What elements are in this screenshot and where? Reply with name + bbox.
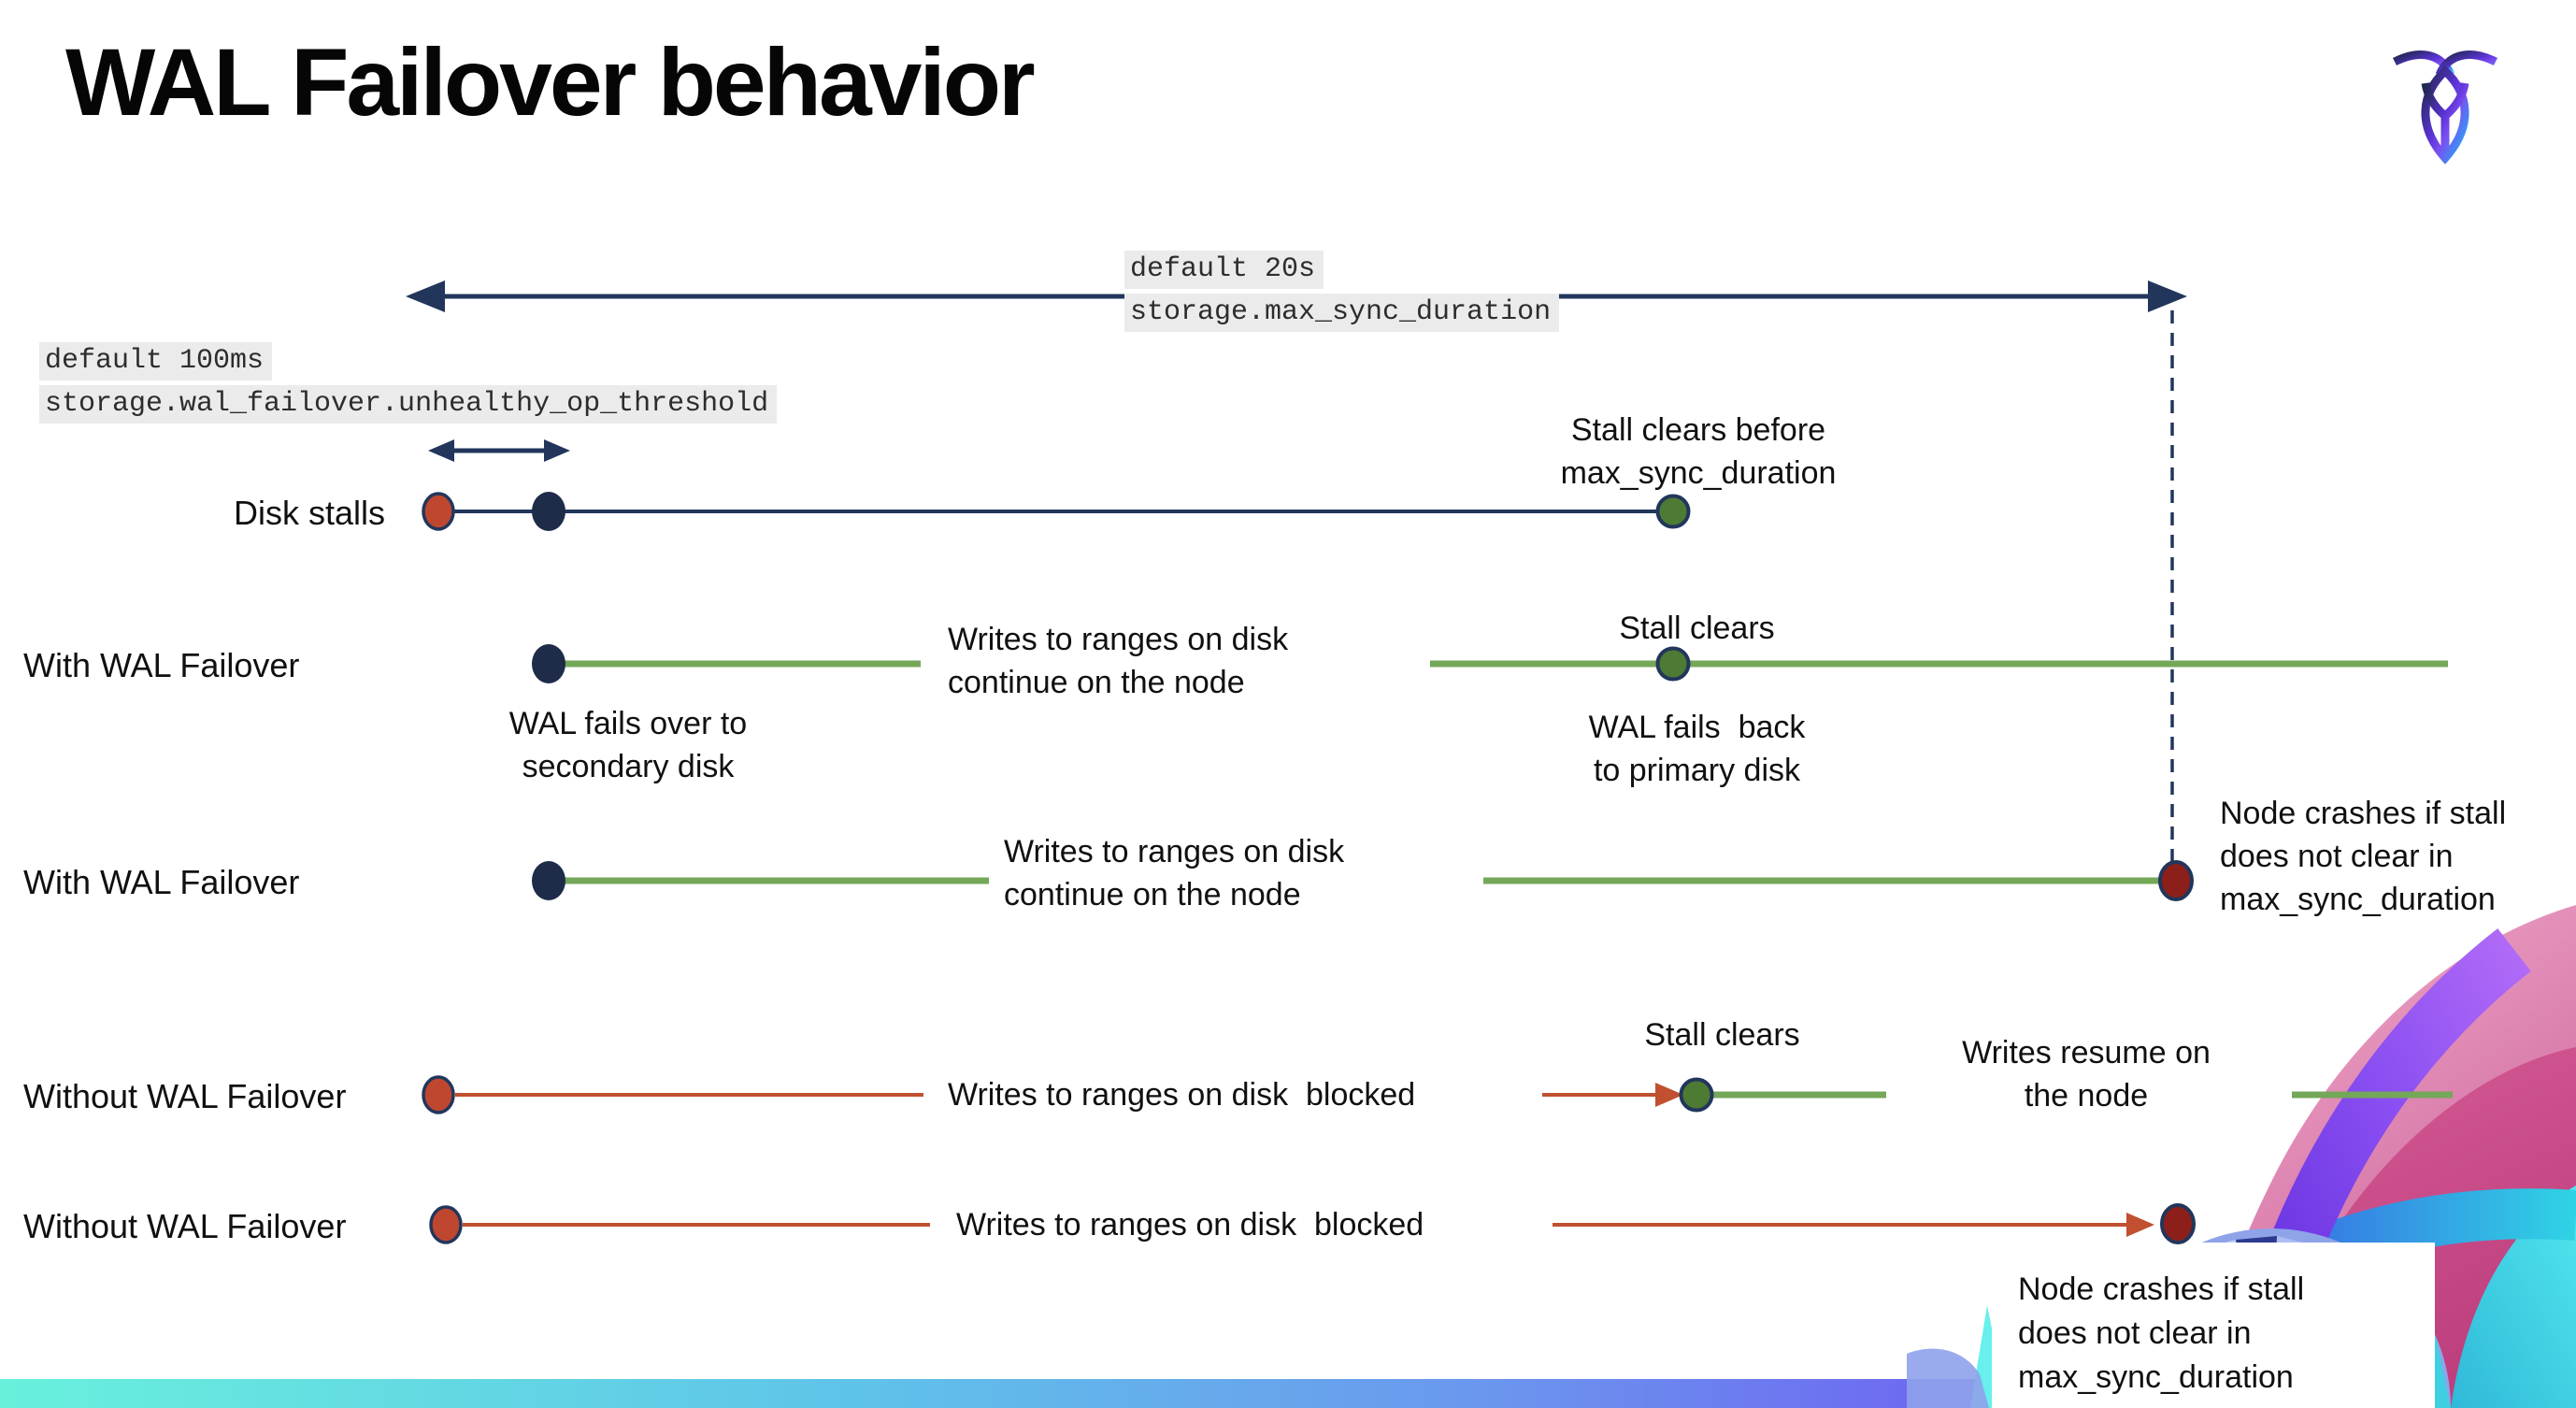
stall-start-dot: [429, 1205, 463, 1244]
page-title: WAL Failover behavior: [65, 29, 1036, 136]
cockroach-glyph: [2392, 50, 2498, 165]
cockroach-logo: [2392, 50, 2498, 165]
art-cyan-wing: [2451, 1185, 2576, 1408]
node-crash-dot: [2158, 860, 2194, 901]
wal-fails-back-note: WAL fails back to primary disk: [1588, 710, 1806, 788]
timeline-with-wal-failover-2: [532, 860, 2194, 901]
writes-blocked-note-1: Writes to ranges on disk blocked: [948, 1077, 1416, 1113]
arrowhead-left: [406, 280, 445, 312]
threshold-dot: [532, 492, 565, 531]
row-label-with-wal-failover-2: With WAL Failover: [23, 863, 300, 901]
blocked-arrowhead: [1655, 1083, 1683, 1107]
stall-clears-note-2: Stall clears: [1644, 1017, 1800, 1053]
stall-clears-before-note: Stall clears before max_sync_duration: [1560, 412, 1837, 491]
stall-clears-dot: [1655, 494, 1691, 529]
crash-callout-box: Node crashes if stall does not clear in …: [1992, 1243, 2435, 1408]
max-sync-duration-label: default 20s storage.max_sync_duration: [1124, 251, 1560, 332]
stall-clears-note-1: Stall clears: [1619, 611, 1775, 646]
stall-clears-dot: [1679, 1077, 1714, 1113]
row-label-with-wal-failover-1: With WAL Failover: [23, 646, 300, 684]
max-sync-setting-text: storage.max_sync_duration: [1124, 294, 1560, 332]
max-sync-default-text: default 20s: [1124, 251, 1324, 289]
wal-fails-over-note: WAL fails over to secondary disk: [508, 706, 748, 784]
blocked-arrowhead: [2126, 1213, 2154, 1237]
timeline-disk-stalls: [422, 492, 1691, 531]
stall-start-dot: [422, 492, 455, 531]
writes-resume-note: Writes resume on the node: [1962, 1035, 2211, 1113]
timeline-with-wal-failover-1: [532, 644, 2448, 683]
art-left-blob: [1907, 1348, 1989, 1408]
arrowhead-right: [544, 439, 570, 462]
row-label-without-wal-failover-2: Without WAL Failover: [23, 1207, 347, 1245]
timeline-without-wal-failover-2: [429, 1203, 2196, 1244]
unhealthy-op-threshold-arrow: [428, 439, 570, 462]
arrowhead-right: [2148, 280, 2187, 312]
arrowhead-left: [428, 439, 454, 462]
node-crash-dot: [2160, 1203, 2196, 1244]
failover-dot: [532, 861, 565, 900]
logo-stem: [2421, 82, 2469, 156]
unhealthy-op-default-text: default 100ms: [39, 342, 273, 381]
unhealthy-op-setting-text: storage.wal_failover.unhealthy_op_thresh…: [39, 385, 778, 424]
writes-continue-note-1: Writes to ranges on disk continue on the…: [948, 622, 1289, 700]
stall-clears-dot: [1655, 646, 1691, 682]
row-label-disk-stalls: Disk stalls: [233, 494, 385, 532]
writes-blocked-note-2: Writes to ranges on disk blocked: [956, 1207, 1424, 1243]
writes-continue-note-2: Writes to ranges on disk continue on the…: [1004, 834, 1345, 912]
node-crashes-note-1: Node crashes if stall does not clear in …: [2220, 796, 2507, 917]
row-label-without-wal-failover-1: Without WAL Failover: [23, 1077, 347, 1115]
node-crashes-note-2: Node crashes if stall does not clear in …: [2018, 1272, 2305, 1395]
failover-dot: [532, 644, 565, 683]
stall-start-dot: [422, 1075, 455, 1114]
unhealthy-op-threshold-label: default 100ms storage.wal_failover.unhea…: [39, 342, 778, 424]
timeline-without-wal-failover-1: [422, 1075, 2453, 1114]
